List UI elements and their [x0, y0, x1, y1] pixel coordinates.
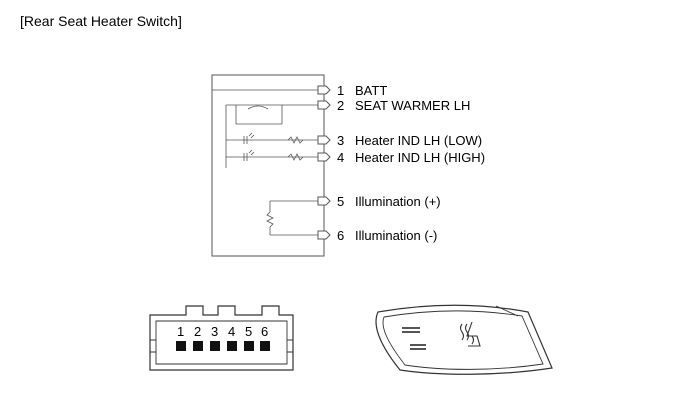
terminal-1	[317, 85, 331, 95]
pin-5-label: Illumination (+)	[355, 194, 441, 209]
switch-body	[211, 74, 325, 257]
pin-3-num: 3	[337, 133, 344, 148]
terminal-4	[317, 152, 331, 162]
led-symbols	[243, 132, 255, 161]
seat-heater-icon	[459, 321, 481, 347]
connector-pin-blocks	[176, 341, 270, 351]
connector-num-3: 3	[211, 324, 218, 339]
pin-2-num: 2	[337, 98, 344, 113]
switch-indicator-bars	[402, 327, 426, 350]
connector-face	[149, 305, 294, 371]
terminal-arrows	[317, 85, 331, 240]
pin-6-num: 6	[337, 228, 344, 243]
connector-pin-5	[244, 341, 254, 351]
terminal-2	[317, 100, 331, 110]
connector-pin-6	[260, 341, 270, 351]
connector-num-1: 1	[177, 324, 184, 339]
pin-1-label: BATT	[355, 83, 387, 98]
connector-pin-3	[210, 341, 220, 351]
connector-num-6: 6	[261, 324, 268, 339]
switch-panel	[375, 304, 553, 375]
diagram-title: [Rear Seat Heater Switch]	[20, 13, 182, 29]
pin-6-label: Illumination (-)	[355, 228, 437, 243]
terminal-3	[317, 135, 331, 145]
pin-4-num: 4	[337, 150, 344, 165]
internal-circuit	[212, 89, 318, 236]
connector-num-5: 5	[245, 324, 252, 339]
terminal-5	[317, 196, 331, 206]
connector-num-4: 4	[228, 324, 235, 339]
pin-2-label: SEAT WARMER LH	[355, 98, 470, 113]
pin-5-num: 5	[337, 194, 344, 209]
connector-pin-1	[176, 341, 186, 351]
pin-4-label: Heater IND LH (HIGH)	[355, 150, 485, 165]
terminal-6	[317, 230, 331, 240]
connector-pin-2	[193, 341, 203, 351]
connector-pin-4	[227, 341, 237, 351]
connector-num-2: 2	[194, 324, 201, 339]
pin-3-label: Heater IND LH (LOW)	[355, 133, 482, 148]
pin-1-num: 1	[337, 83, 344, 98]
